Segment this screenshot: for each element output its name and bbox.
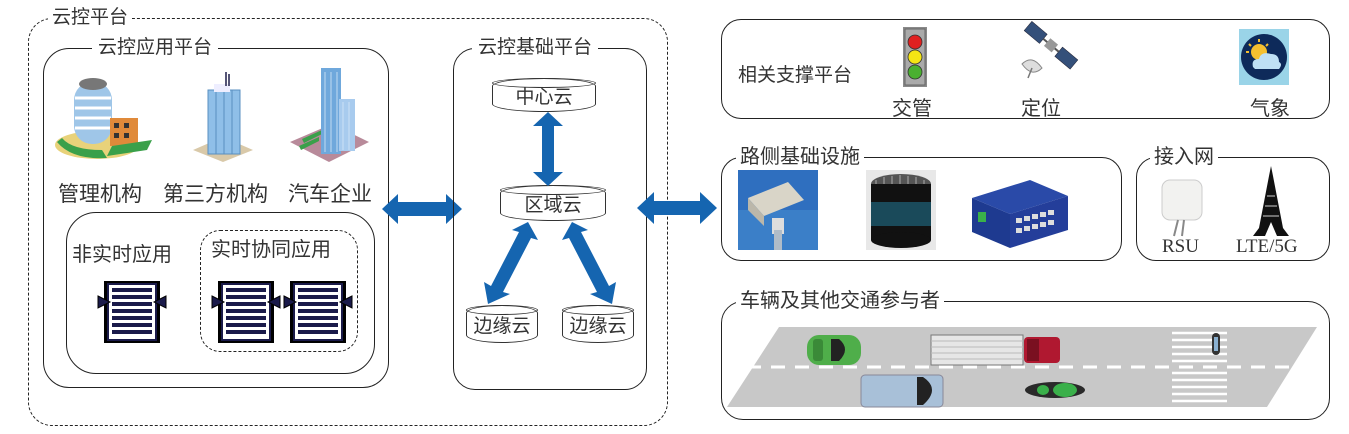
skyscraper-icon	[290, 68, 369, 162]
access-network-title: 接入网	[1150, 145, 1218, 167]
server-icon	[211, 281, 281, 343]
base-platform-title: 云控基础平台	[472, 36, 599, 58]
traffic-title: 车辆及其他交通参与者	[736, 289, 944, 311]
truck-icon	[930, 334, 1060, 366]
edge-cloud-node: 边缘云	[562, 305, 634, 343]
network-switch-icon	[972, 180, 1068, 248]
apps-container	[66, 212, 375, 374]
edge-cloud-node: 边缘云	[466, 305, 538, 343]
edge-cloud-label: 边缘云	[569, 314, 627, 337]
lidar-icon	[866, 170, 936, 250]
bidirectional-arrow-icon	[382, 194, 462, 224]
roadside-title: 路侧基础设施	[736, 145, 864, 167]
weather-icon	[1239, 29, 1289, 85]
bidirectional-arrow-icon	[637, 192, 717, 224]
cell-tower-icon	[1253, 166, 1289, 236]
cloud-platform-container	[28, 18, 668, 426]
center-region-arrow-icon	[533, 112, 563, 186]
support-platform-title: 相关支撑平台	[738, 64, 853, 86]
region-edge-arrow-icon	[484, 222, 538, 304]
access-network-container	[1136, 157, 1330, 261]
entity-label-third-party: 第三方机构	[163, 182, 268, 206]
region-cloud-label: 区域云	[524, 193, 582, 216]
pedestrian-icon	[1212, 333, 1220, 355]
server-icon	[97, 281, 167, 343]
server-icon	[283, 281, 353, 343]
edge-cloud-label: 边缘云	[473, 314, 531, 337]
support-label-traffic: 交管	[892, 96, 932, 120]
van-icon	[860, 374, 944, 408]
traffic-light-icon	[903, 27, 927, 87]
center-cloud-node: 中心云	[492, 78, 596, 112]
support-platform-container	[721, 19, 1330, 119]
government-building-icon	[55, 78, 152, 159]
rsu-antenna-icon	[1161, 179, 1203, 237]
roadside-camera-icon	[738, 170, 818, 250]
access-label-lte-5g: LTE/5G	[1236, 236, 1298, 257]
roadside-container	[721, 157, 1122, 261]
entity-label-automaker: 汽车企业	[288, 182, 372, 206]
support-label-positioning: 定位	[1021, 96, 1061, 120]
green-car-icon	[807, 335, 861, 365]
app-platform-title: 云控应用平台	[92, 36, 219, 58]
access-label-rsu: RSU	[1162, 236, 1199, 257]
crosswalk	[1172, 331, 1227, 403]
realtime-apps-title: 实时协同应用	[208, 238, 334, 260]
region-cloud-node: 区域云	[500, 185, 606, 221]
satellite-icon	[1021, 21, 1079, 79]
region-edge-arrow-icon	[562, 222, 616, 304]
office-tower-icon	[193, 72, 253, 162]
entity-label-management: 管理机构	[58, 182, 142, 206]
cloud-platform-title: 云控平台	[48, 6, 133, 28]
road-scene	[727, 327, 1317, 408]
non-realtime-apps-title: 非实时应用	[72, 242, 172, 266]
realtime-apps-container	[200, 230, 358, 352]
center-cloud-label: 中心云	[515, 85, 573, 108]
motorcycle-icon	[1025, 382, 1085, 398]
support-label-weather: 气象	[1250, 96, 1290, 120]
traffic-container	[721, 301, 1330, 420]
